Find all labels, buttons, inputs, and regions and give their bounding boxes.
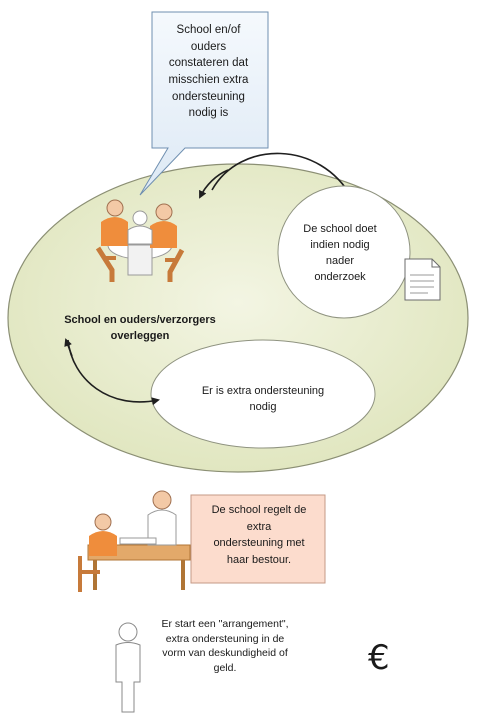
callout-text: School en/of ouders constateren dat miss…	[168, 24, 249, 120]
arrow-start-left	[199, 169, 229, 199]
meeting-caption: School en ouders/verzorgers overleggen	[64, 314, 216, 342]
document-icon	[404, 258, 441, 301]
person-standing-icon	[115, 622, 141, 713]
desk-text-box	[190, 494, 326, 584]
support-circle	[150, 339, 376, 449]
desk-box-text: De school regelt de extra ondersteuning …	[211, 504, 307, 566]
euro-icon: €	[368, 638, 390, 678]
meeting-people-icon	[95, 199, 185, 282]
research-circle	[277, 185, 411, 319]
callout-box	[139, 11, 269, 196]
arrangement-text: Er start een "arrangement", extra onders…	[161, 618, 289, 675]
research-circle-text: De school doet indien nodig nader onderz…	[303, 223, 377, 283]
arrow-up-left	[64, 338, 73, 357]
support-circle-text: Er is extra ondersteuning nodig	[201, 385, 325, 413]
desk-meeting-icon	[78, 490, 191, 592]
arrow-to-research	[211, 152, 353, 200]
